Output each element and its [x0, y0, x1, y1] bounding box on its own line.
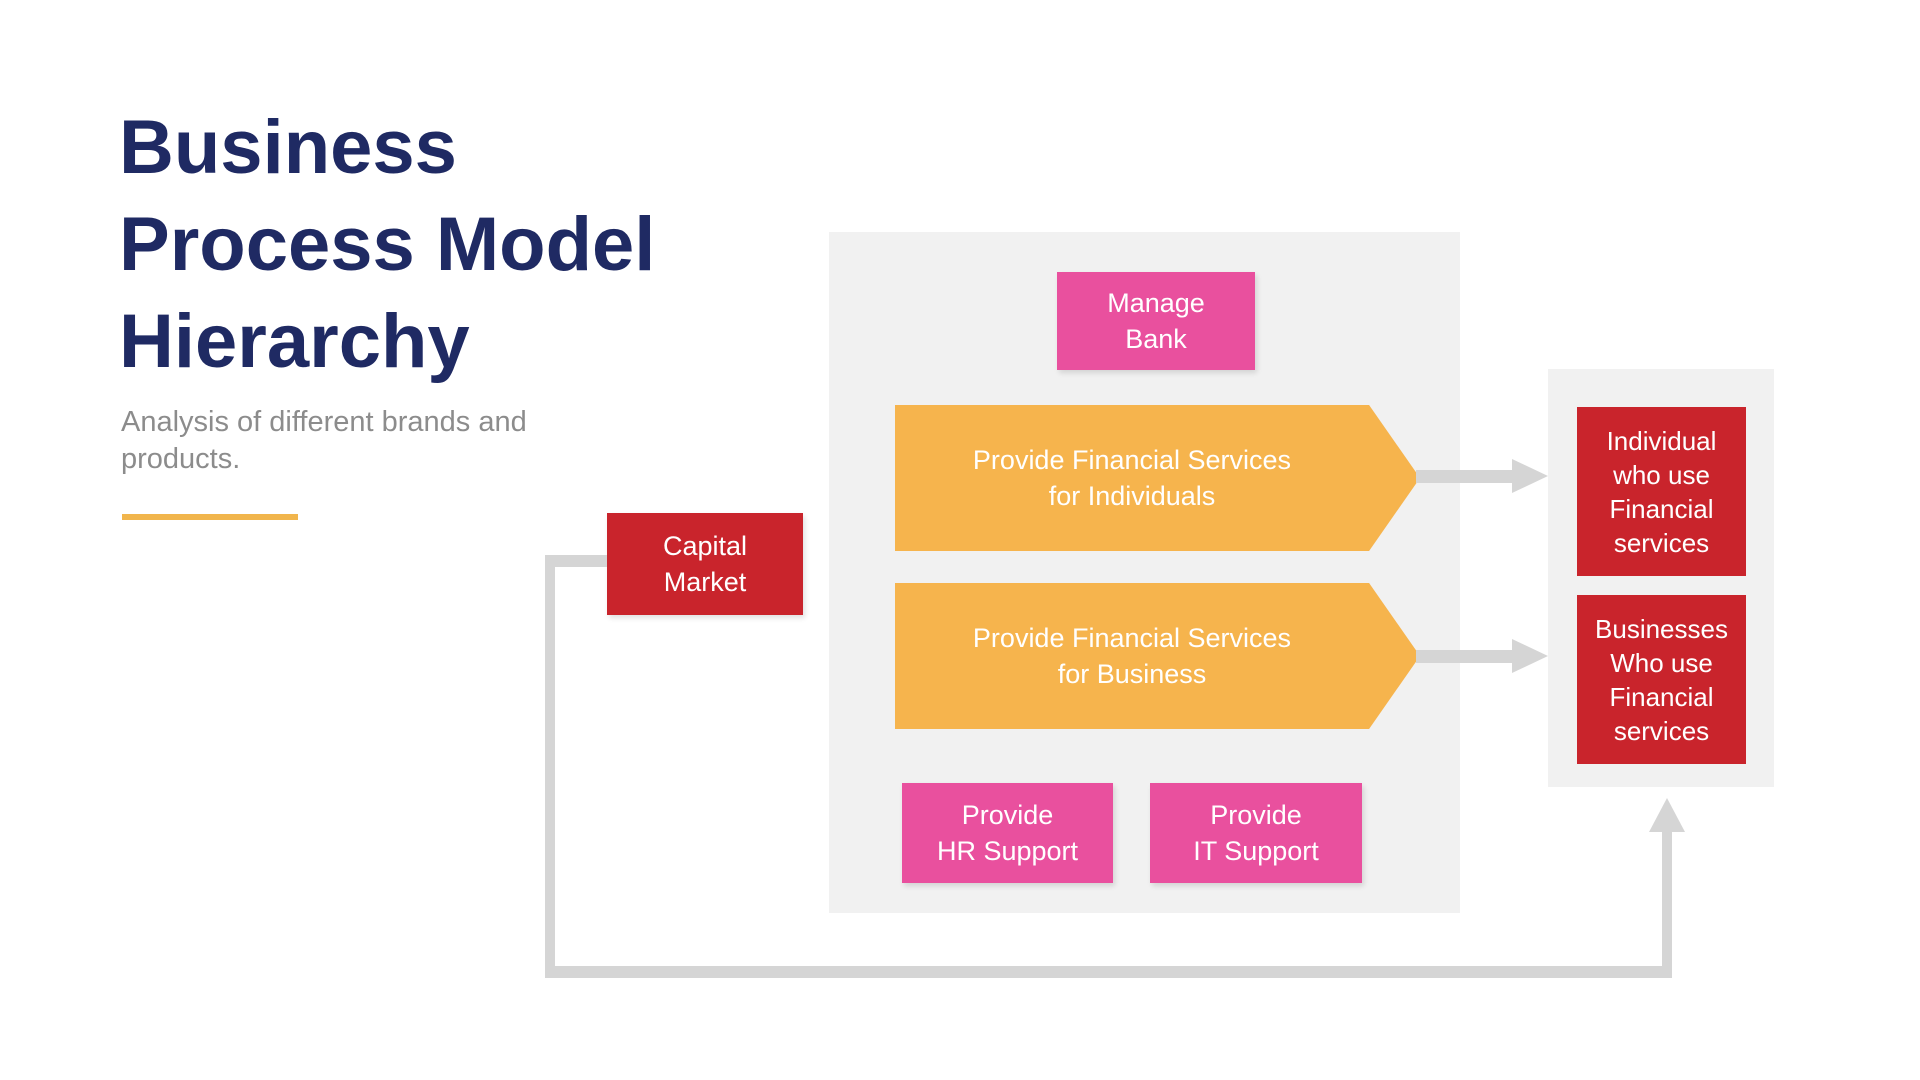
it-support-box: Provide IT Support: [1150, 783, 1362, 883]
arrow-up-icon: [1649, 798, 1685, 832]
connector-segment-from-capital-market: [545, 555, 607, 567]
business-users-box: Businesses Who use Financial services: [1577, 595, 1746, 764]
service-individuals-arrow-box: Provide Financial Services for Individua…: [895, 405, 1420, 551]
connector-segment-bottom-horizontal: [545, 966, 1672, 978]
arrow-right-icon: [1512, 459, 1548, 493]
arrow-shaft-individuals: [1416, 470, 1514, 483]
capital-market-box: Capital Market: [607, 513, 803, 615]
consumers-panel: Individual who use Financial services Bu…: [1548, 369, 1774, 787]
arrow-shaft-business: [1416, 650, 1514, 663]
page-title: Business Process Model Hierarchy: [119, 105, 656, 384]
connector-segment-right-vertical: [1662, 830, 1672, 972]
manage-bank-box: Manage Bank: [1057, 272, 1255, 370]
process-panel: Manage Bank Provide Financial Services f…: [829, 232, 1460, 913]
hr-support-box: Provide HR Support: [902, 783, 1113, 883]
individual-users-box: Individual who use Financial services: [1577, 407, 1746, 576]
arrow-right-icon: [1512, 639, 1548, 673]
connector-segment-left-vertical: [545, 555, 555, 978]
title-accent-underline: [122, 514, 298, 520]
service-business-arrow-box: Provide Financial Services for Business: [895, 583, 1420, 729]
page-subtitle: Analysis of different brands and product…: [121, 406, 527, 475]
